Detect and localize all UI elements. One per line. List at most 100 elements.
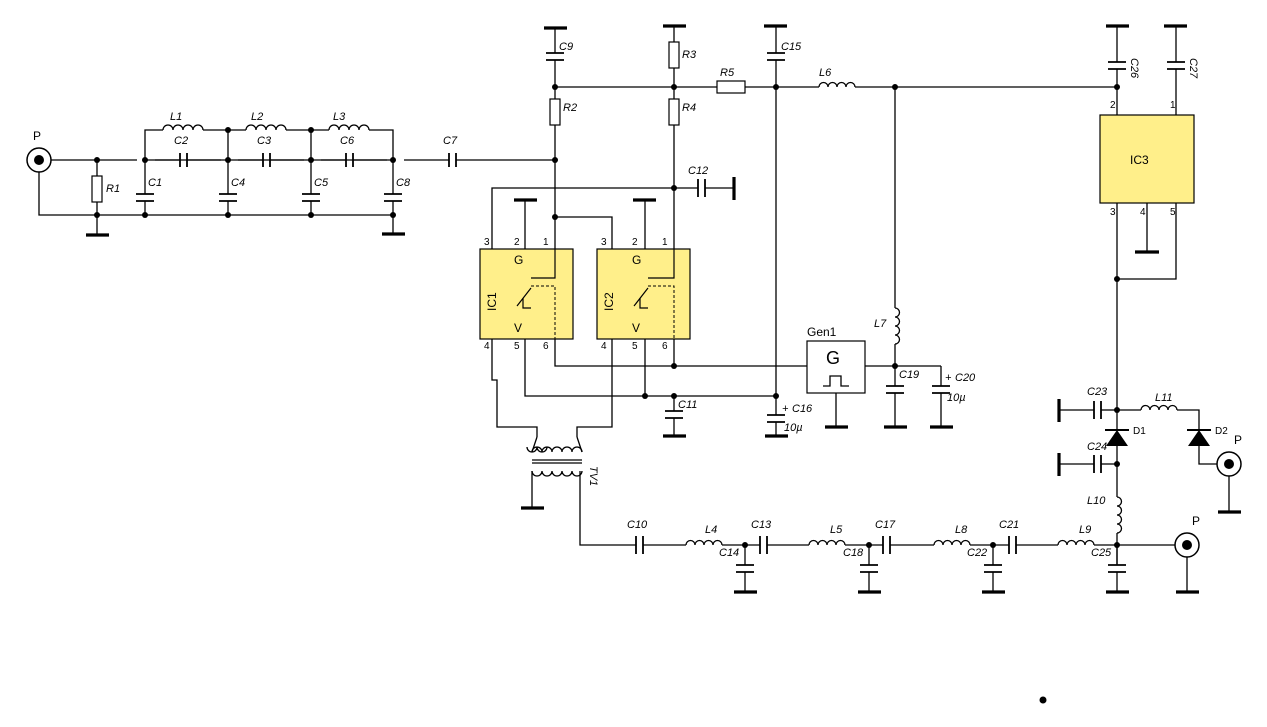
l5-label: L5	[830, 524, 843, 536]
inductor-l5: L5	[808, 524, 883, 546]
capacitor-c24: C24	[1057, 441, 1117, 476]
input-filter: P C7 R1 C1 C2 L1	[26, 111, 555, 237]
ic2-pin6: 6	[662, 341, 668, 352]
c20-label: C20	[955, 372, 976, 384]
ic3-pin1: 1	[1170, 100, 1176, 111]
capacitor-c5: C5	[302, 160, 329, 215]
capacitor-c14: C14	[719, 545, 757, 594]
capacitor-c3: C3	[228, 135, 311, 167]
l2-label: L2	[251, 111, 263, 123]
inductor-l8: L8	[933, 524, 1009, 546]
inductor-l7: L7	[874, 307, 901, 366]
inductor-l9: L9	[1057, 524, 1175, 546]
capacitor-c10: C10	[627, 519, 686, 554]
ic2-switch: IC2 G V 3 2 1 4 5 6	[596, 237, 691, 352]
diode-d2: D2	[1187, 426, 1228, 465]
inductor-l3: L3	[311, 111, 394, 160]
resistor-r1: R1	[91, 160, 120, 215]
d1-label: D1	[1133, 426, 1146, 437]
bias-network: C9 R2 R3 R4 R5 C15 L6	[544, 24, 1120, 404]
tv1-label: TV1	[587, 466, 599, 486]
l8-label: L8	[955, 524, 968, 536]
ic3-pin4: 4	[1140, 207, 1146, 218]
c23-label: C23	[1087, 386, 1108, 398]
ic2-pin1: 1	[662, 237, 668, 248]
c13-label: C13	[751, 519, 772, 531]
gen1-symbol: G	[826, 348, 840, 368]
l9-label: L9	[1079, 524, 1091, 536]
capacitor-c8: C8	[384, 160, 411, 233]
stray-dot	[1039, 696, 1047, 704]
inductor-l6: L6	[818, 67, 1117, 88]
c1-label: C1	[148, 177, 162, 189]
c5-label: C5	[314, 177, 329, 189]
capacitor-c20: + C20 10µ	[930, 366, 976, 429]
c27-label: C27	[1187, 58, 1199, 79]
ic1-switch: IC1 G V 3 2 1 4 5 6	[479, 237, 574, 352]
ic2-pin4: 4	[601, 341, 607, 352]
capacitor-c21: C21	[999, 519, 1058, 554]
c20-value: 10µ	[947, 392, 966, 404]
c22-label: C22	[967, 547, 987, 559]
transformer-tv1: TV1	[521, 436, 636, 546]
output-port-d2: P	[1216, 433, 1242, 514]
output-port: P	[1174, 514, 1200, 594]
ic2-pin5: 5	[632, 341, 638, 352]
amplifier-section: C26 C27 IC3 1 2 3 4 5 C23 L11	[1057, 24, 1242, 564]
capacitor-c9: C9	[546, 28, 573, 87]
ic2-label: IC2	[602, 292, 616, 311]
c10-label: C10	[627, 519, 648, 531]
c16-value: 10µ	[784, 422, 803, 434]
d2-label: D2	[1215, 426, 1228, 437]
l4-label: L4	[705, 524, 717, 536]
l3-label: L3	[333, 111, 346, 123]
c17-label: C17	[875, 519, 896, 531]
capacitor-c19: C19	[884, 366, 919, 429]
supply-filter: L7 C19 + C20 10µ	[874, 87, 976, 429]
capacitor-c2: C2	[174, 135, 188, 167]
ic1-pin1: 1	[543, 237, 549, 248]
r3-label: R3	[682, 49, 697, 61]
c3-label: C3	[257, 135, 272, 147]
diode-d1: D1	[1105, 426, 1146, 497]
c15-label: C15	[781, 41, 802, 53]
l1-label: L1	[170, 111, 182, 123]
c19-label: C19	[899, 369, 919, 381]
capacitor-c25: C25	[1091, 545, 1129, 594]
c14-label: C14	[719, 547, 739, 559]
ic3-pin5: 5	[1170, 207, 1176, 218]
capacitor-c16: + C16 10µ	[765, 403, 813, 438]
l11-label: L11	[1155, 392, 1173, 404]
c18-label: C18	[843, 547, 864, 559]
ic2-v-label: V	[632, 321, 640, 335]
l6-label: L6	[819, 67, 832, 79]
capacitor-c27: C27	[1167, 26, 1199, 115]
capacitor-c11: C11	[663, 396, 697, 438]
port-label-3: P	[1192, 514, 1200, 528]
r2-label: R2	[563, 102, 577, 114]
inductor-l4: L4	[685, 524, 760, 546]
capacitor-c4: C4	[219, 160, 245, 215]
l10-label: L10	[1087, 495, 1106, 507]
ic1-pin2: 2	[514, 237, 520, 248]
c4-label: C4	[231, 177, 245, 189]
capacitor-c6: C6	[311, 135, 393, 167]
c16-polarity: +	[782, 403, 789, 415]
c7-label: C7	[443, 135, 458, 147]
c2-label: C2	[174, 135, 188, 147]
port-label-2: P	[1234, 433, 1242, 447]
port-label: P	[33, 129, 41, 143]
c26-label: C26	[1128, 58, 1140, 79]
capacitor-c12: C12	[674, 165, 736, 200]
ic2-g-label: G	[632, 253, 641, 267]
capacitor-c13: C13	[751, 519, 809, 554]
c6-label: C6	[340, 135, 355, 147]
c20-polarity: +	[945, 372, 952, 384]
gen1-label: Gen1	[807, 325, 837, 339]
output-filter: C10 L4 C14 C13 L5 C18	[627, 514, 1200, 594]
capacitor-c1: C1	[136, 160, 162, 215]
ic1-pin3: 3	[484, 237, 490, 248]
l7-label: L7	[874, 318, 887, 330]
capacitor-c22: C22	[967, 545, 1005, 594]
